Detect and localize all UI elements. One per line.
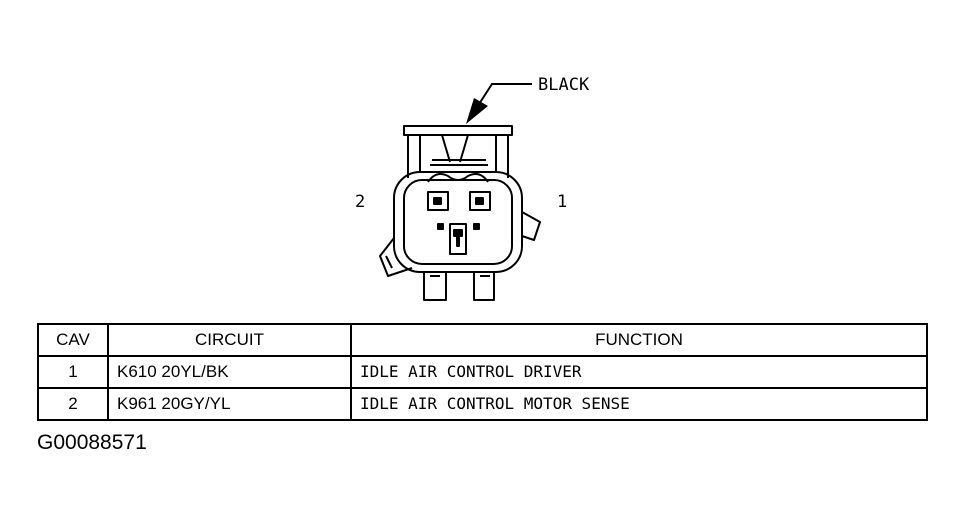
- cell-function: IDLE AIR CONTROL MOTOR SENSE: [350, 387, 928, 421]
- pin-label-left: 2: [355, 192, 365, 212]
- connector-diagram: BLACK 2 1: [355, 75, 590, 301]
- color-callout: [466, 83, 532, 124]
- figure-id: G00088571: [37, 431, 147, 454]
- header-cav: CAV: [37, 323, 109, 357]
- cell-function: IDLE AIR CONTROL DRIVER: [350, 355, 928, 389]
- pin-label-right: 1: [557, 192, 567, 212]
- cell-cav: 2: [37, 387, 109, 421]
- cell-circuit: K610 20YL/BK: [107, 355, 352, 389]
- table-row: 1 K610 20YL/BK IDLE AIR CONTROL DRIVER: [37, 355, 928, 389]
- header-function: FUNCTION: [350, 323, 928, 357]
- connector-body: [379, 125, 541, 301]
- cell-cav: 1: [37, 355, 109, 389]
- cell-circuit: K961 20GY/YL: [107, 387, 352, 421]
- pinout-table: CAV CIRCUIT FUNCTION 1 K610 20YL/BK IDLE…: [37, 323, 928, 421]
- connector-color-label: BLACK: [538, 75, 590, 95]
- header-circuit: CIRCUIT: [107, 323, 352, 357]
- table-header-row: CAV CIRCUIT FUNCTION: [37, 323, 928, 357]
- table-row: 2 K961 20GY/YL IDLE AIR CONTROL MOTOR SE…: [37, 387, 928, 421]
